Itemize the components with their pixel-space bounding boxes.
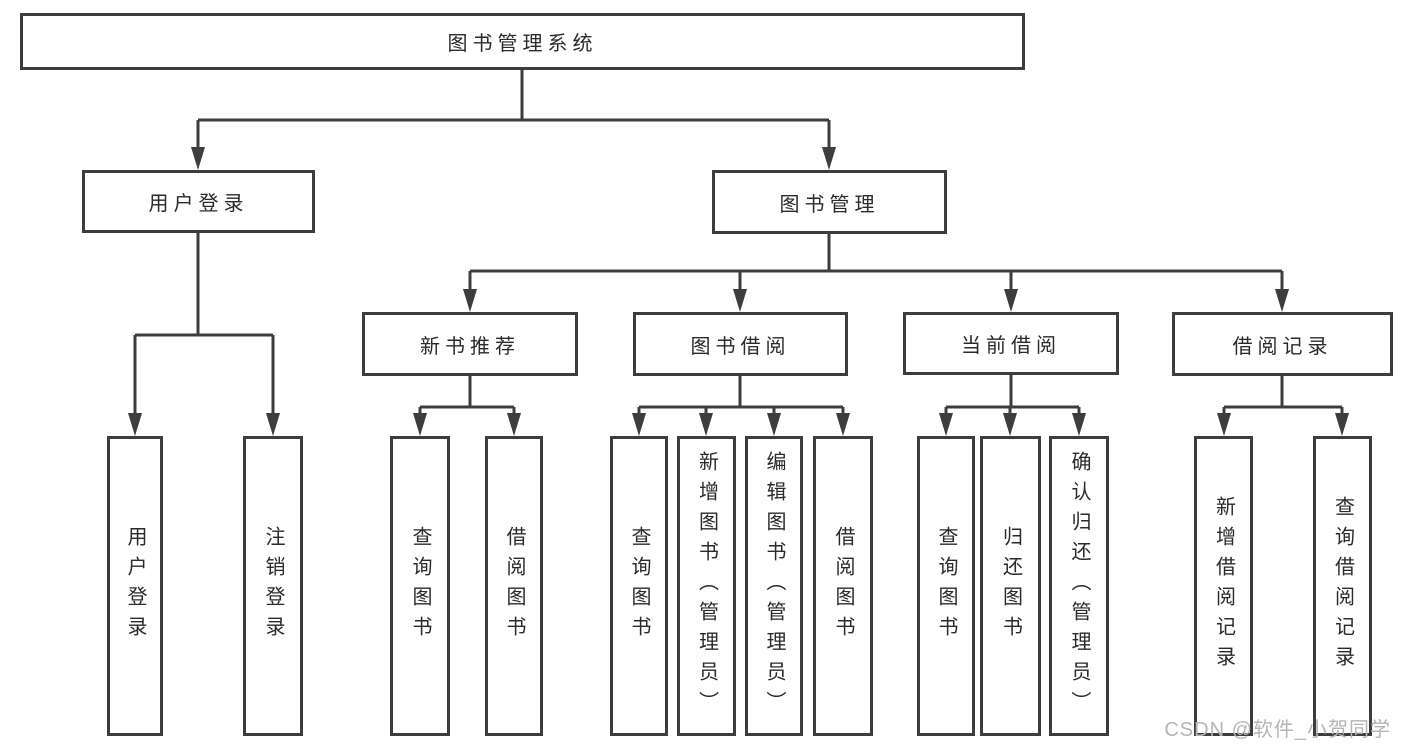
leaf-add-book-admin: 新增图书（管理员） bbox=[677, 436, 736, 736]
node-library-management-system: 图书管理系统 bbox=[20, 13, 1025, 70]
leaf-query-borrow-record: 查询借阅记录 bbox=[1313, 436, 1372, 736]
arrowhead-icon bbox=[939, 413, 953, 436]
leaf-user-login: 用户登录 bbox=[107, 436, 163, 736]
arrowhead-icon bbox=[1004, 289, 1018, 312]
leaf-query-books-recommend: 查询图书 bbox=[390, 436, 450, 736]
arrowhead-icon bbox=[128, 413, 142, 436]
leaf-return-book: 归还图书 bbox=[980, 436, 1041, 736]
arrowhead-icon bbox=[632, 413, 646, 436]
arrowhead-icon bbox=[463, 289, 477, 312]
watermark: CSDN @软件_小贺同学 bbox=[1164, 719, 1391, 741]
node-book-borrowing: 图书借阅 bbox=[633, 312, 848, 376]
leaf-confirm-return-admin: 确认归还（管理员） bbox=[1049, 436, 1109, 736]
leaf-borrow-books-recommend: 借阅图书 bbox=[485, 436, 543, 736]
node-book-management: 图书管理 bbox=[712, 170, 947, 234]
arrowhead-icon bbox=[1275, 289, 1289, 312]
leaf-borrow-books-borrowing: 借阅图书 bbox=[813, 436, 873, 736]
node-borrowing-records: 借阅记录 bbox=[1172, 312, 1393, 376]
leaf-query-books-current: 查询图书 bbox=[917, 436, 975, 736]
arrowhead-icon bbox=[767, 413, 781, 436]
arrowhead-icon bbox=[266, 413, 280, 436]
arrowhead-icon bbox=[1072, 413, 1086, 436]
arrowhead-icon bbox=[822, 147, 836, 170]
leaf-add-borrow-record: 新增借阅记录 bbox=[1194, 436, 1253, 736]
arrowheads-group bbox=[128, 120, 1349, 436]
leaf-logout: 注销登录 bbox=[243, 436, 303, 736]
arrowhead-icon bbox=[1217, 413, 1231, 436]
arrowhead-icon bbox=[413, 413, 427, 436]
arrowhead-icon bbox=[699, 413, 713, 436]
arrowhead-icon bbox=[1335, 413, 1349, 436]
node-new-book-recommend: 新书推荐 bbox=[362, 312, 578, 376]
arrowhead-icon bbox=[836, 413, 850, 436]
node-user-login: 用户登录 bbox=[82, 170, 315, 233]
arrowhead-icon bbox=[191, 147, 205, 170]
arrowhead-icon bbox=[507, 413, 521, 436]
arrowhead-icon bbox=[1003, 413, 1017, 436]
node-current-borrowing: 当前借阅 bbox=[903, 312, 1119, 375]
arrowhead-icon bbox=[733, 289, 747, 312]
leaf-edit-book-admin: 编辑图书（管理员） bbox=[745, 436, 803, 736]
leaf-query-books-borrowing: 查询图书 bbox=[610, 436, 668, 736]
